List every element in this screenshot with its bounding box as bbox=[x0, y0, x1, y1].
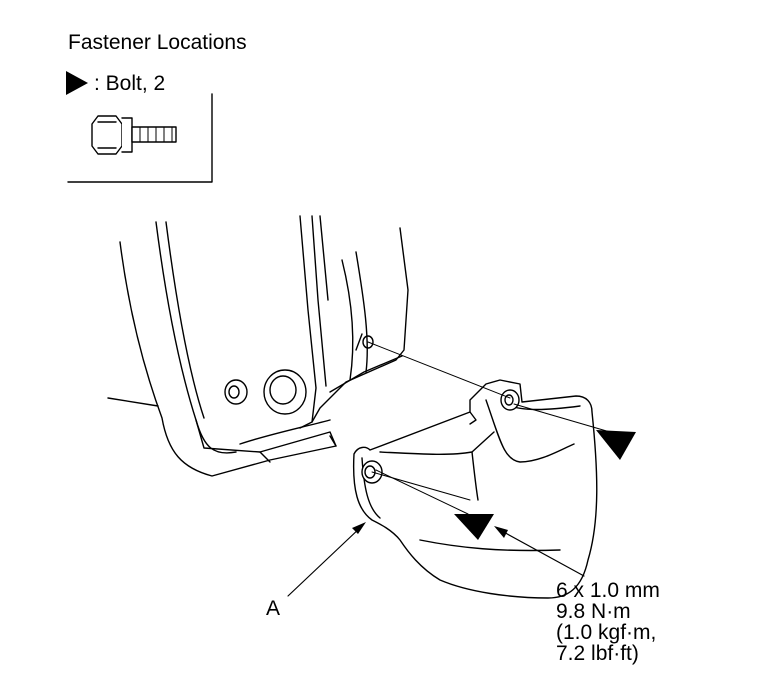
leader-line-a bbox=[287, 525, 363, 597]
legend-frame bbox=[67, 93, 213, 183]
leader-line-torque bbox=[499, 529, 585, 577]
alignment-line-lower-2 bbox=[375, 469, 469, 515]
diagram-title: Fastener Locations bbox=[68, 31, 247, 54]
leader-arrowhead-torque bbox=[494, 526, 508, 538]
alignment-line-upper bbox=[367, 341, 511, 399]
torque-spec-line: 6 x 1.0 mm bbox=[556, 579, 660, 602]
legend-bolt: : Bolt, 2 bbox=[66, 71, 165, 95]
transmission-housing bbox=[107, 215, 409, 477]
torque-spec-line: 7.2 lbf·ft) bbox=[556, 642, 639, 665]
alignment-line-lower-1 bbox=[371, 471, 471, 501]
triangle-arrow-icon bbox=[66, 71, 88, 95]
torque-spec-line: 9.8 N·m bbox=[556, 600, 631, 623]
bolt-icon bbox=[91, 115, 177, 155]
torque-spec-line: (1.0 kgf·m, bbox=[556, 621, 657, 644]
bolt-location-triangle-upper bbox=[596, 430, 636, 460]
torque-spec: 6 x 1.0 mm 9.8 N·m (1.0 kgf·m, 7.2 lbf·f… bbox=[556, 580, 660, 664]
alignment-line-upper-2 bbox=[513, 403, 611, 433]
legend-bolt-label: : Bolt, 2 bbox=[94, 71, 166, 95]
part-label-a: A bbox=[266, 597, 281, 620]
bracket-a bbox=[352, 379, 598, 599]
bolt-location-triangle-lower bbox=[454, 514, 494, 540]
leader-arrowhead-a bbox=[352, 522, 366, 534]
